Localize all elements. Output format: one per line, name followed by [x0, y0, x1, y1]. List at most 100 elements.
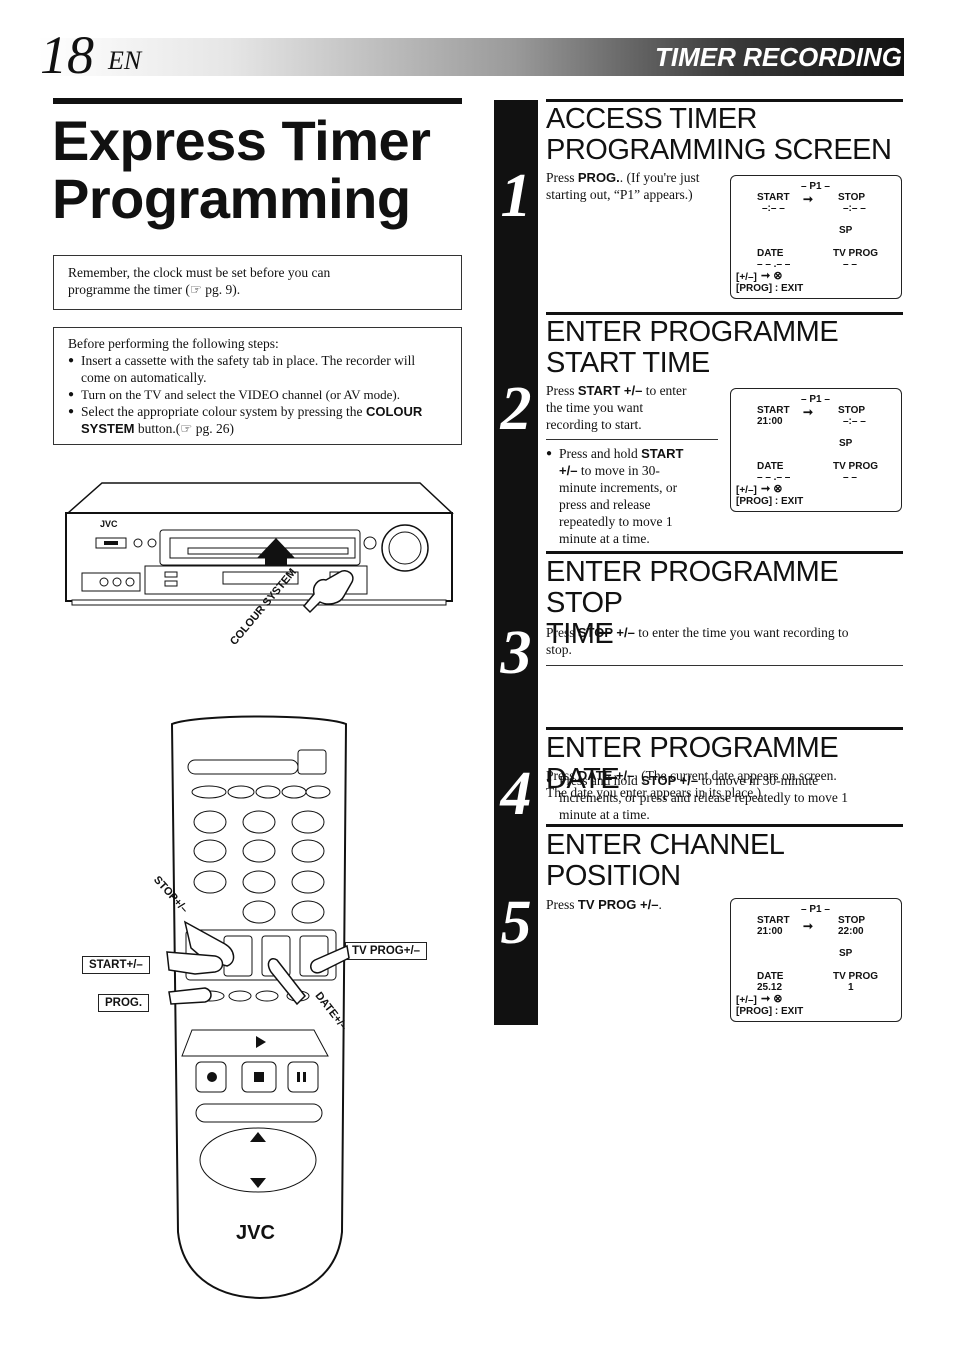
- page-title-line1: Express Timer: [52, 109, 431, 172]
- osd3-tvprog-value: 1: [848, 982, 854, 993]
- step4-heading-line1: ENTER PROGRAMME DATE: [546, 732, 839, 795]
- step-number-5: 5: [500, 889, 532, 957]
- osd3-date-value: 25.12: [757, 982, 783, 993]
- steps-sidebar: [494, 100, 538, 1025]
- step3-t1a: Press: [546, 625, 578, 640]
- step5-t1c: .: [658, 897, 662, 912]
- arrow-right-icon: ➞ ⊗: [761, 483, 783, 495]
- step3-b1b: STOP +/–: [641, 773, 699, 788]
- step5-rule: [546, 824, 903, 827]
- osd3-stop-label: STOP: [838, 915, 866, 926]
- osd1-tvprog-label: TV PROG: [833, 248, 879, 259]
- osd3-date-label: DATE: [757, 971, 784, 982]
- prep-list: Insert a cassette with the safety tab in…: [68, 352, 447, 437]
- title-rule: [53, 98, 462, 104]
- osd1-sp: SP: [839, 225, 853, 236]
- prep-item-colour-tail: button.(☞ pg. 26): [134, 421, 234, 436]
- vcr-brand: JVC: [100, 519, 118, 529]
- osd1-date-value: – – .– –: [757, 259, 791, 270]
- osd3-hint1: [+/–]: [736, 995, 757, 1006]
- step3-bullet: Press and hold STOP +/– to move in 30-mi…: [546, 772, 903, 823]
- osd1-start-label: START: [757, 192, 790, 203]
- osd1-program: – P1 –: [801, 181, 830, 192]
- clock-note-line1: Remember, the clock must be set before y…: [68, 265, 331, 280]
- osd3-start-value: 21:00: [757, 926, 783, 937]
- step1-text: Press PROG.. (If you're just starting ou…: [546, 169, 726, 203]
- step2-t2: the time you want: [546, 400, 644, 415]
- osd2-start-value: 21:00: [757, 416, 783, 427]
- step2-text: Press START +/– to enter the time you wa…: [546, 382, 721, 433]
- step3-heading: ENTER PROGRAMME STOP TIME: [546, 557, 903, 650]
- step2-b-b: START: [641, 446, 684, 461]
- prep-item-cassette: Insert a cassette with the safety tab in…: [68, 352, 447, 386]
- step5-heading-line2: POSITION: [546, 860, 681, 892]
- step3-b3: minute at a time.: [559, 807, 650, 822]
- page-title: Express Timer Programming: [52, 112, 472, 228]
- step2-bullet: Press and hold START +/– to move in 30- …: [546, 445, 719, 547]
- remote-brand: JVC: [236, 1222, 275, 1244]
- osd3-tvprog-label: TV PROG: [833, 971, 879, 982]
- step2-t1c: to enter: [642, 383, 687, 398]
- step-number-4: 4: [500, 760, 532, 828]
- osd-screen-step1: – P1 – START –:– – ➞ STOP –:– – SP DATE …: [730, 175, 902, 299]
- arrow-right-icon: ➞: [803, 192, 814, 206]
- step2-divider: [546, 439, 718, 440]
- step2-heading-line2: START TIME: [546, 347, 710, 379]
- step2-t3: recording to start.: [546, 417, 642, 432]
- step2-heading-line1: ENTER PROGRAMME: [546, 316, 839, 348]
- osd2-hint2: [PROG] : EXIT: [736, 496, 804, 507]
- step1-rest1: . (If you're just: [619, 170, 700, 185]
- osd2-stop-label: STOP: [838, 405, 866, 416]
- start-button-label: START+/–: [82, 956, 150, 974]
- step2-b-a: Press and hold: [559, 446, 642, 461]
- osd2-date-value: – – .– –: [757, 472, 791, 483]
- osd3-sp: SP: [839, 948, 853, 959]
- step4-heading: ENTER PROGRAMME DATE: [546, 733, 903, 795]
- osd1-stop-label: STOP: [838, 192, 866, 203]
- osd2-start-label: START: [757, 405, 790, 416]
- arrow-right-icon: ➞ ⊗: [761, 993, 783, 1005]
- step2-b-f: press and release: [559, 497, 651, 512]
- prep-item-colour-bold: COLOUR SYSTEM: [81, 404, 423, 436]
- prep-intro: Before performing the following steps:: [68, 336, 279, 351]
- step1-press: Press: [546, 170, 578, 185]
- step2-rule: [546, 312, 903, 315]
- step3-b1a: Press and hold: [559, 773, 642, 788]
- header-bar: [38, 38, 904, 76]
- osd1-hint1: [+/–]: [736, 272, 757, 283]
- osd2-program: – P1 –: [801, 394, 830, 405]
- clock-note-box: Remember, the clock must be set before y…: [53, 255, 462, 310]
- page-number: 18: [40, 25, 94, 85]
- prog-button-label: PROG.: [98, 994, 150, 1012]
- step1-rule: [546, 99, 903, 102]
- step3-t1b: STOP +/–: [577, 625, 635, 640]
- step-number-1: 1: [500, 162, 532, 230]
- step3-divider: [546, 665, 903, 666]
- step1-bold: PROG.: [577, 170, 620, 185]
- osd2-date-label: DATE: [757, 461, 784, 472]
- clock-note-line2: programme the timer (☞ pg. 9).: [68, 282, 241, 297]
- osd2-stop-value: –:– –: [843, 416, 866, 427]
- step3-heading-line2: TIME: [546, 618, 614, 650]
- vcr-illustration: [65, 482, 454, 606]
- osd2-tvprog-value: – –: [843, 472, 857, 483]
- step2-b-g: repeatedly to move 1: [559, 514, 673, 529]
- osd-screen-step2: – P1 – START 21:00 ➞ STOP –:– – SP DATE …: [730, 388, 902, 512]
- step2-heading: ENTER PROGRAMME START TIME: [546, 317, 903, 379]
- step1-heading-line1: ACCESS TIMER: [546, 103, 758, 135]
- osd3-program: – P1 –: [801, 904, 830, 915]
- osd2-hint1: [+/–]: [736, 485, 757, 496]
- step2-t1: Press: [546, 383, 578, 398]
- preparation-box: Before performing the following steps: I…: [53, 327, 462, 445]
- pointing-hand-icon: [166, 920, 350, 1006]
- step3-b2: increments, or press and release repeate…: [559, 790, 849, 805]
- osd1-start-value: –:– –: [762, 203, 785, 214]
- page-language: EN: [108, 46, 142, 75]
- arrow-right-icon: ➞: [803, 919, 814, 933]
- osd1-stop-value: –:– –: [843, 203, 866, 214]
- arrow-right-icon: ➞ ⊗: [761, 270, 783, 282]
- step5-t1a: Press: [546, 897, 578, 912]
- step2-b-c: +/–: [559, 463, 578, 478]
- step3-rule: [546, 551, 903, 554]
- step4-t1a: Press: [546, 768, 578, 783]
